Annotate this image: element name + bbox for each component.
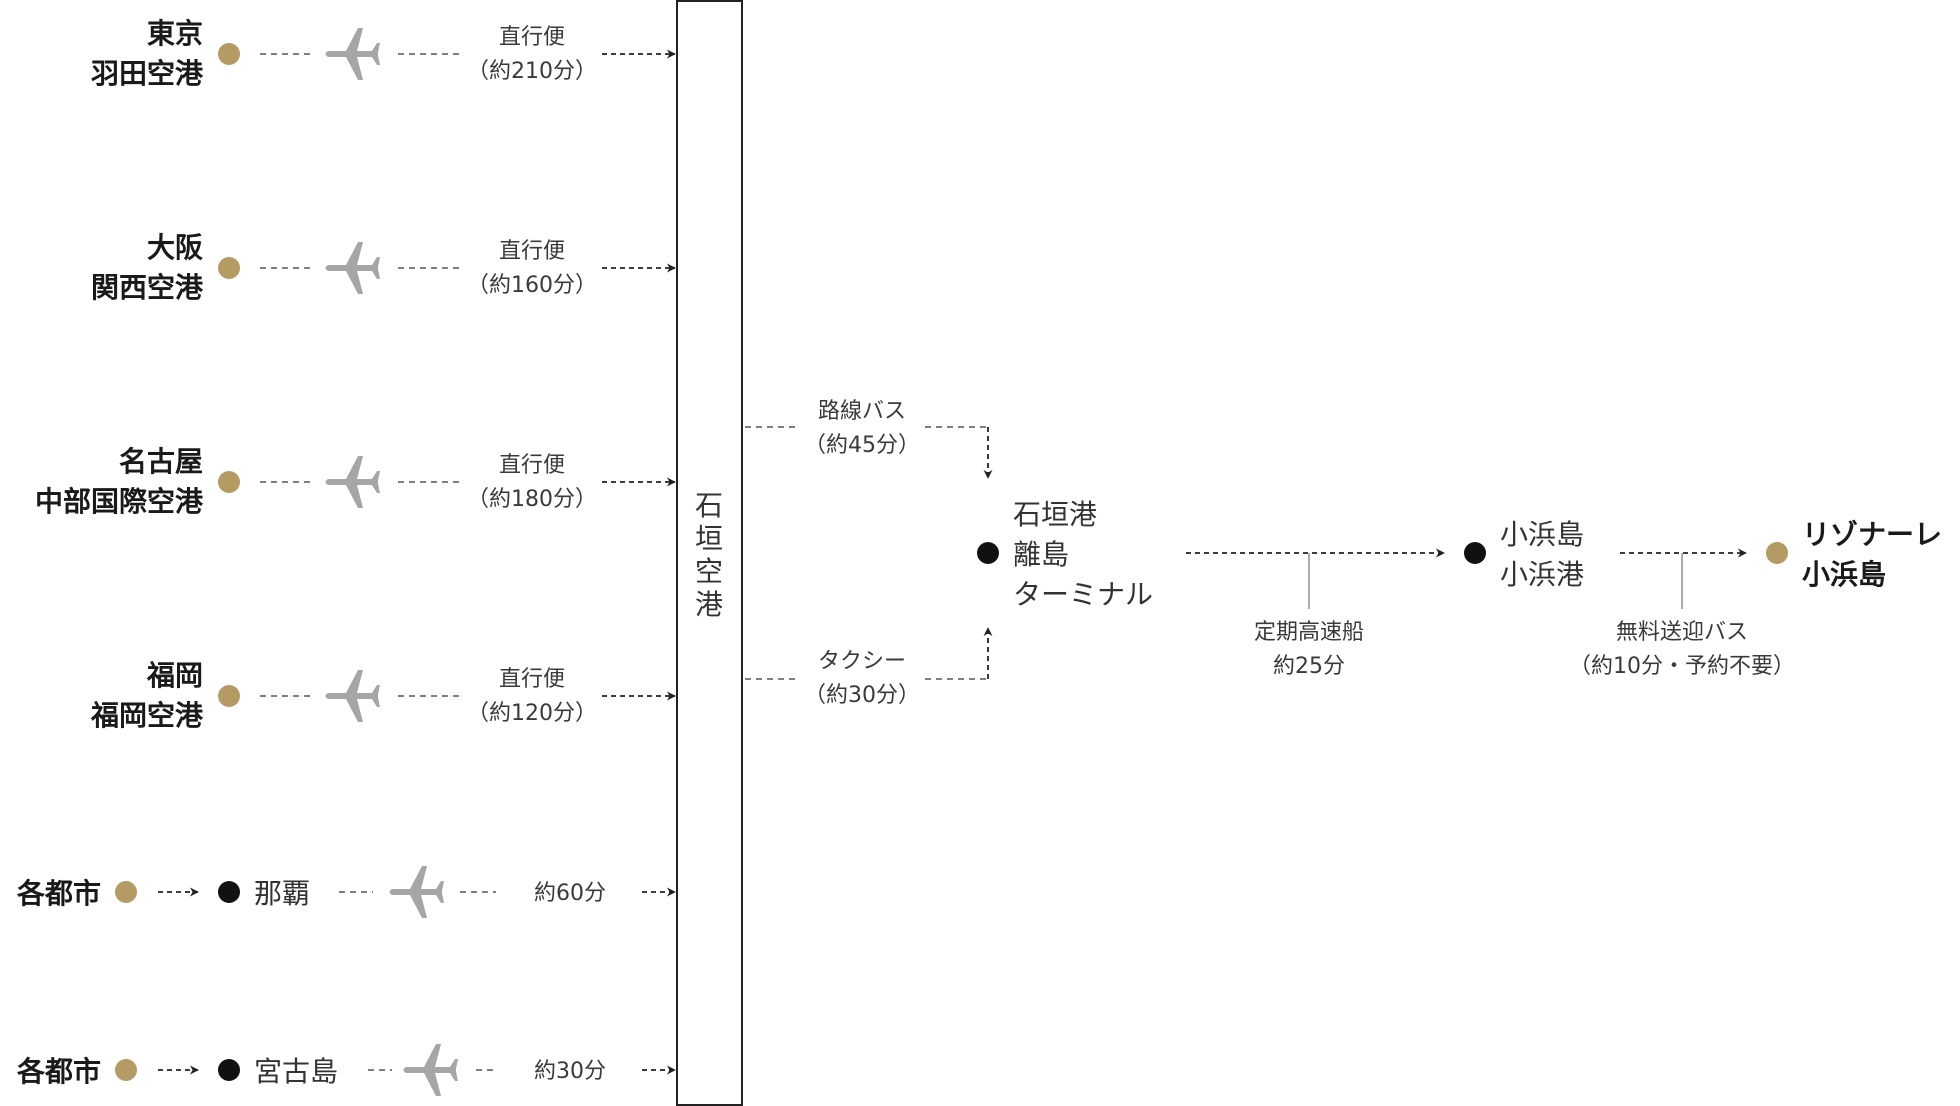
route-time-label: （約120分）: [467, 701, 597, 726]
route-origin-city: 東京: [147, 17, 203, 50]
route-origin-city: 名古屋: [119, 445, 203, 478]
via-origin-label: 各都市: [16, 877, 101, 910]
destination-label-line1: リゾナーレ: [1802, 518, 1942, 551]
shuttle-time-label: （約10分・予約不要）: [1569, 654, 1795, 679]
shuttle-route: 無料送迎バス （約10分・予約不要）: [1569, 548, 1795, 679]
route-origin-airport: 中部国際空港: [35, 485, 204, 518]
terminal-label-line1: 石垣港: [1013, 498, 1097, 531]
kohama-port: 小浜島 小浜港: [1464, 518, 1584, 591]
destination-dot: [1766, 542, 1788, 564]
route-tokyo: 東京 羽田空港 直行便 （約210分）: [91, 17, 676, 90]
origin-dot: [218, 257, 240, 279]
port-label-line1: 小浜島: [1500, 518, 1584, 551]
origin-dot: [218, 43, 240, 65]
shuttle-mode-label: 無料送迎バス: [1616, 620, 1748, 645]
taxi-mode-label: タクシー: [818, 649, 906, 674]
route-mode-label: 直行便: [499, 667, 565, 692]
route-osaka: 大阪 関西空港 直行便 （約160分）: [91, 231, 676, 304]
ferry-time-label: 約25分: [1273, 654, 1345, 679]
route-via-naha: 各都市 那覇 約60分: [16, 866, 676, 918]
origin-dot: [115, 881, 137, 903]
port-dot: [1464, 542, 1486, 564]
taxi-time-label: （約30分）: [804, 683, 920, 708]
airplane-icon: [325, 28, 380, 80]
hub-char-4: 港: [695, 588, 723, 621]
destination-label-line2: 小浜島: [1802, 558, 1886, 591]
port-label-line2: 小浜港: [1500, 558, 1584, 591]
route-origin-airport: 福岡空港: [90, 699, 204, 732]
hub-char-1: 石: [695, 489, 723, 522]
airplane-icon: [325, 670, 380, 722]
via-origin-label: 各都市: [16, 1055, 101, 1088]
bus-mode-label: 路線バス: [818, 399, 906, 424]
ferry-route: 定期高速船 約25分: [1186, 548, 1445, 679]
route-time-label: （約160分）: [467, 273, 597, 298]
destination-risonare-kohamajima: リゾナーレ 小浜島: [1766, 518, 1942, 591]
ishigaki-port-terminal: 石垣港 離島 ターミナル: [977, 498, 1153, 611]
origin-dot: [218, 471, 240, 493]
route-origin-city: 大阪: [147, 231, 203, 264]
route-time-label: （約180分）: [467, 487, 597, 512]
via-dot: [218, 1059, 240, 1081]
airplane-icon: [389, 866, 444, 918]
origin-dot: [218, 685, 240, 707]
airplane-icon: [325, 242, 380, 294]
route-origin-airport: 羽田空港: [91, 57, 204, 90]
hub-char-2: 垣: [695, 522, 723, 555]
airplane-icon: [403, 1044, 458, 1096]
route-mode-label: 直行便: [499, 25, 565, 50]
via-time-label: 約60分: [534, 881, 606, 906]
transfer-taxi: タクシー （約30分）: [745, 627, 993, 708]
via-city-label: 那覇: [254, 877, 310, 910]
ishigaki-airport-box: [676, 0, 743, 1106]
route-nagoya: 名古屋 中部国際空港 直行便 （約180分）: [35, 445, 676, 518]
route-origin-city: 福岡: [146, 659, 203, 692]
via-time-label: 約30分: [534, 1059, 606, 1084]
airplane-icon: [325, 456, 380, 508]
route-mode-label: 直行便: [499, 453, 565, 478]
via-city-label: 宮古島: [254, 1055, 338, 1088]
route-mode-label: 直行便: [499, 239, 565, 264]
route-origin-airport: 関西空港: [91, 271, 204, 304]
hub-char-3: 空: [695, 555, 723, 588]
terminal-label-line3: ターミナル: [1013, 578, 1153, 611]
terminal-dot: [977, 542, 999, 564]
route-time-label: （約210分）: [467, 59, 597, 84]
bus-time-label: （約45分）: [804, 433, 920, 458]
via-dot: [218, 881, 240, 903]
route-via-miyako: 各都市 宮古島 約30分: [16, 1044, 676, 1096]
origin-dot: [115, 1059, 137, 1081]
transfer-bus: 路線バス （約45分）: [745, 399, 993, 479]
terminal-label-line2: 離島: [1013, 538, 1069, 571]
ferry-mode-label: 定期高速船: [1254, 620, 1364, 645]
route-fukuoka: 福岡 福岡空港 直行便 （約120分）: [90, 659, 676, 732]
